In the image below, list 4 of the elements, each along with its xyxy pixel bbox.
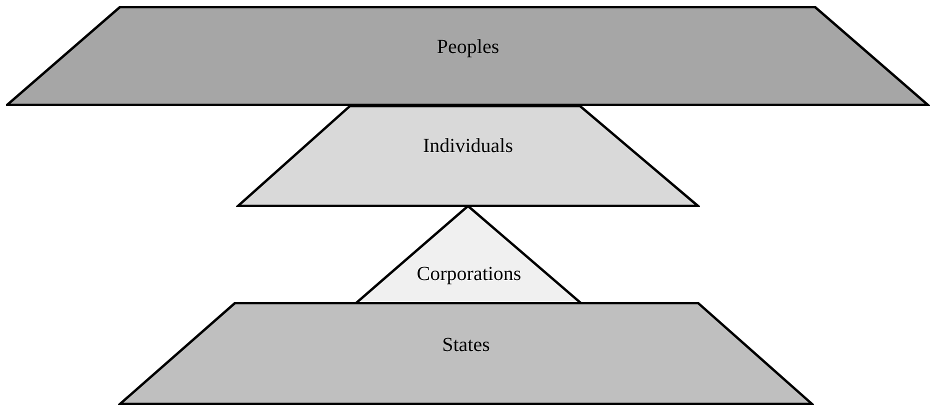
band-label: Peoples bbox=[436, 36, 500, 59]
band-label: Individuals bbox=[423, 135, 513, 158]
band-label: States bbox=[442, 334, 490, 357]
band-label: Corporations bbox=[416, 263, 522, 286]
